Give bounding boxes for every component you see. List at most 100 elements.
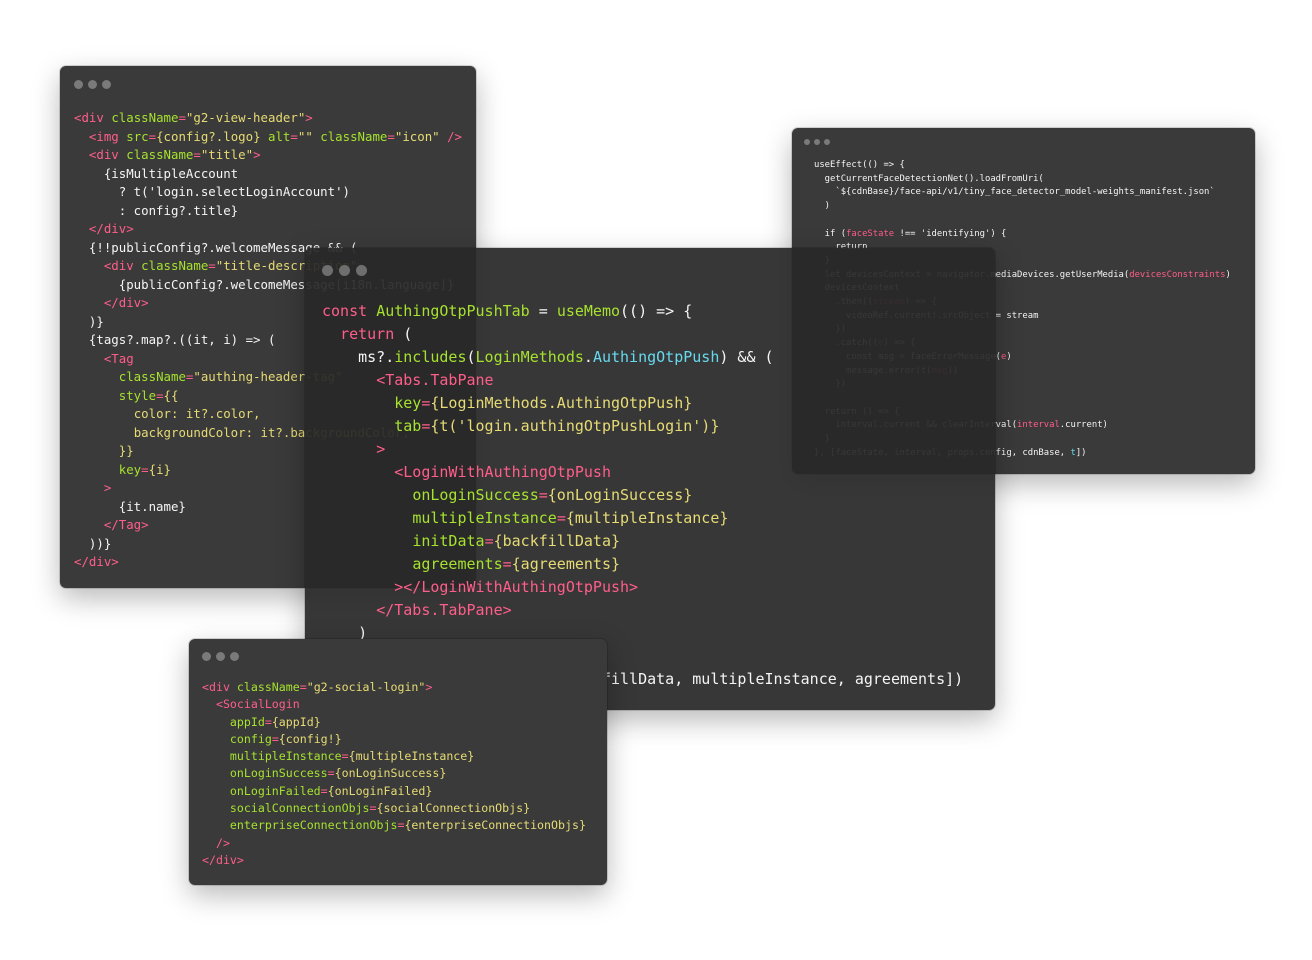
code-token: key bbox=[118, 461, 142, 477]
code-token: enterpriseConnectionObjs bbox=[229, 818, 398, 833]
close-dot-icon[interactable] bbox=[74, 80, 83, 89]
code-block: <div className="g2-view-header"> <img sr… bbox=[74, 109, 462, 572]
code-token: "g2-view-header" bbox=[185, 110, 306, 125]
code-token: {appId} bbox=[271, 714, 321, 729]
code-line: appId={appId} bbox=[202, 714, 586, 731]
code-token: {backfillData} bbox=[493, 532, 621, 550]
close-dot-icon[interactable] bbox=[202, 652, 211, 661]
code-line: onLoginSuccess={onLoginSuccess} bbox=[202, 765, 586, 782]
code-token: !== 'identifying') { bbox=[894, 228, 1007, 239]
code-token: alt bbox=[268, 128, 291, 144]
code-token: className bbox=[126, 147, 194, 162]
code-line: enterpriseConnectionObjs={enterpriseConn… bbox=[202, 817, 586, 834]
code-token bbox=[202, 818, 230, 832]
code-line: config={config!} bbox=[202, 731, 586, 748]
code-line: )} bbox=[74, 313, 462, 332]
code-token: = bbox=[193, 147, 201, 162]
code-line: onLoginFailed={onLoginFailed} bbox=[202, 783, 586, 800]
minimize-dot-icon[interactable] bbox=[88, 80, 97, 89]
code-window-social-login: <div className="g2-social-login"> <Socia… bbox=[189, 639, 607, 885]
code-token: = bbox=[299, 680, 307, 694]
code-token: LoginMethods bbox=[475, 348, 584, 366]
code-token: > bbox=[103, 480, 112, 495]
code-token: = bbox=[421, 417, 431, 435]
code-line: ) bbox=[814, 200, 1231, 214]
code-token: /> bbox=[215, 835, 230, 850]
code-token: </div> bbox=[103, 295, 149, 310]
code-line: {tags?.map?.((it, i) => ( bbox=[74, 331, 462, 350]
code-token: > bbox=[305, 110, 313, 125]
code-token: <SocialLogin bbox=[215, 697, 300, 712]
code-token bbox=[322, 440, 376, 458]
code-token bbox=[202, 715, 230, 729]
maximize-dot-icon[interactable] bbox=[824, 139, 830, 145]
code-token: multipleInstance bbox=[229, 749, 342, 764]
code-token: = bbox=[538, 486, 548, 504]
code-token: {config!} bbox=[278, 731, 342, 746]
code-token bbox=[202, 732, 230, 746]
code-line: onLoginSuccess={onLoginSuccess} bbox=[322, 484, 963, 507]
code-line: return ( bbox=[322, 323, 963, 346]
code-token bbox=[202, 784, 230, 798]
code-token: config bbox=[229, 731, 272, 746]
code-token: ) && ( bbox=[719, 348, 774, 366]
code-token: = bbox=[556, 509, 566, 527]
code-line: > bbox=[74, 479, 462, 498]
code-token: ></LoginWithAuthingOtpPush> bbox=[394, 578, 639, 596]
code-line: <div className="g2-view-header"> bbox=[74, 109, 462, 128]
code-token: = bbox=[421, 394, 431, 412]
code-token: <div bbox=[202, 680, 237, 694]
code-token: {agreements} bbox=[511, 555, 621, 573]
code-line: ms?.includes(LoginMethods.AuthingOtpPush… bbox=[322, 346, 963, 369]
code-token: <LoginWithAuthingOtpPush bbox=[394, 463, 611, 481]
code-token: return bbox=[340, 325, 395, 343]
code-token: = bbox=[271, 731, 279, 746]
code-line: /> bbox=[202, 835, 586, 852]
close-dot-icon[interactable] bbox=[804, 139, 810, 145]
code-token: ( bbox=[466, 348, 476, 366]
code-token: }} bbox=[118, 443, 134, 458]
code-token: "g2-social-login" bbox=[306, 680, 426, 694]
code-token bbox=[322, 486, 412, 504]
code-token: </div> bbox=[88, 221, 134, 236]
close-dot-icon[interactable] bbox=[322, 265, 333, 276]
code-line: multipleInstance={multipleInstance} bbox=[202, 748, 586, 765]
code-line: }} bbox=[74, 442, 462, 461]
code-token bbox=[74, 295, 104, 310]
maximize-dot-icon[interactable] bbox=[102, 80, 111, 89]
code-token: className bbox=[320, 128, 388, 144]
code-line: </Tabs.TabPane> bbox=[322, 599, 963, 622]
code-token bbox=[261, 129, 268, 144]
code-token bbox=[74, 369, 119, 384]
code-token: {isMultipleAccount bbox=[74, 165, 239, 181]
code-line: `${cdnBase}/face-api/v1/tiny_face_detect… bbox=[814, 186, 1231, 200]
code-token bbox=[202, 749, 230, 763]
code-line: {it.name} bbox=[74, 498, 462, 517]
code-token: className bbox=[236, 680, 300, 694]
window-controls bbox=[804, 139, 834, 145]
code-token bbox=[74, 517, 104, 532]
code-token: > bbox=[253, 147, 261, 162]
code-token: color: it?.color, bbox=[133, 406, 261, 421]
code-line: initData={backfillData} bbox=[322, 530, 963, 553]
code-token bbox=[74, 258, 104, 273]
code-token: </Tag> bbox=[103, 517, 149, 532]
code-token: = bbox=[178, 110, 186, 125]
code-token: </Tabs.TabPane> bbox=[376, 601, 512, 619]
maximize-dot-icon[interactable] bbox=[356, 265, 367, 276]
code-token: if ( bbox=[814, 228, 847, 239]
code-token: = bbox=[387, 128, 395, 144]
code-token: = bbox=[320, 783, 328, 798]
minimize-dot-icon[interactable] bbox=[216, 652, 225, 661]
minimize-dot-icon[interactable] bbox=[339, 265, 350, 276]
maximize-dot-icon[interactable] bbox=[230, 652, 239, 661]
code-token: ( bbox=[394, 325, 413, 343]
code-token: {tags?.map?.((it, i) => ( bbox=[74, 332, 276, 347]
code-line: ? t('login.selectLoginAccount') bbox=[74, 183, 462, 202]
code-token: className bbox=[118, 369, 186, 384]
code-token: {i} bbox=[148, 461, 172, 477]
code-token: className bbox=[111, 110, 179, 125]
minimize-dot-icon[interactable] bbox=[814, 139, 820, 145]
code-token: getCurrentFaceDetectionNet().loadFromUri… bbox=[814, 173, 1044, 184]
code-token: = bbox=[327, 766, 335, 781]
